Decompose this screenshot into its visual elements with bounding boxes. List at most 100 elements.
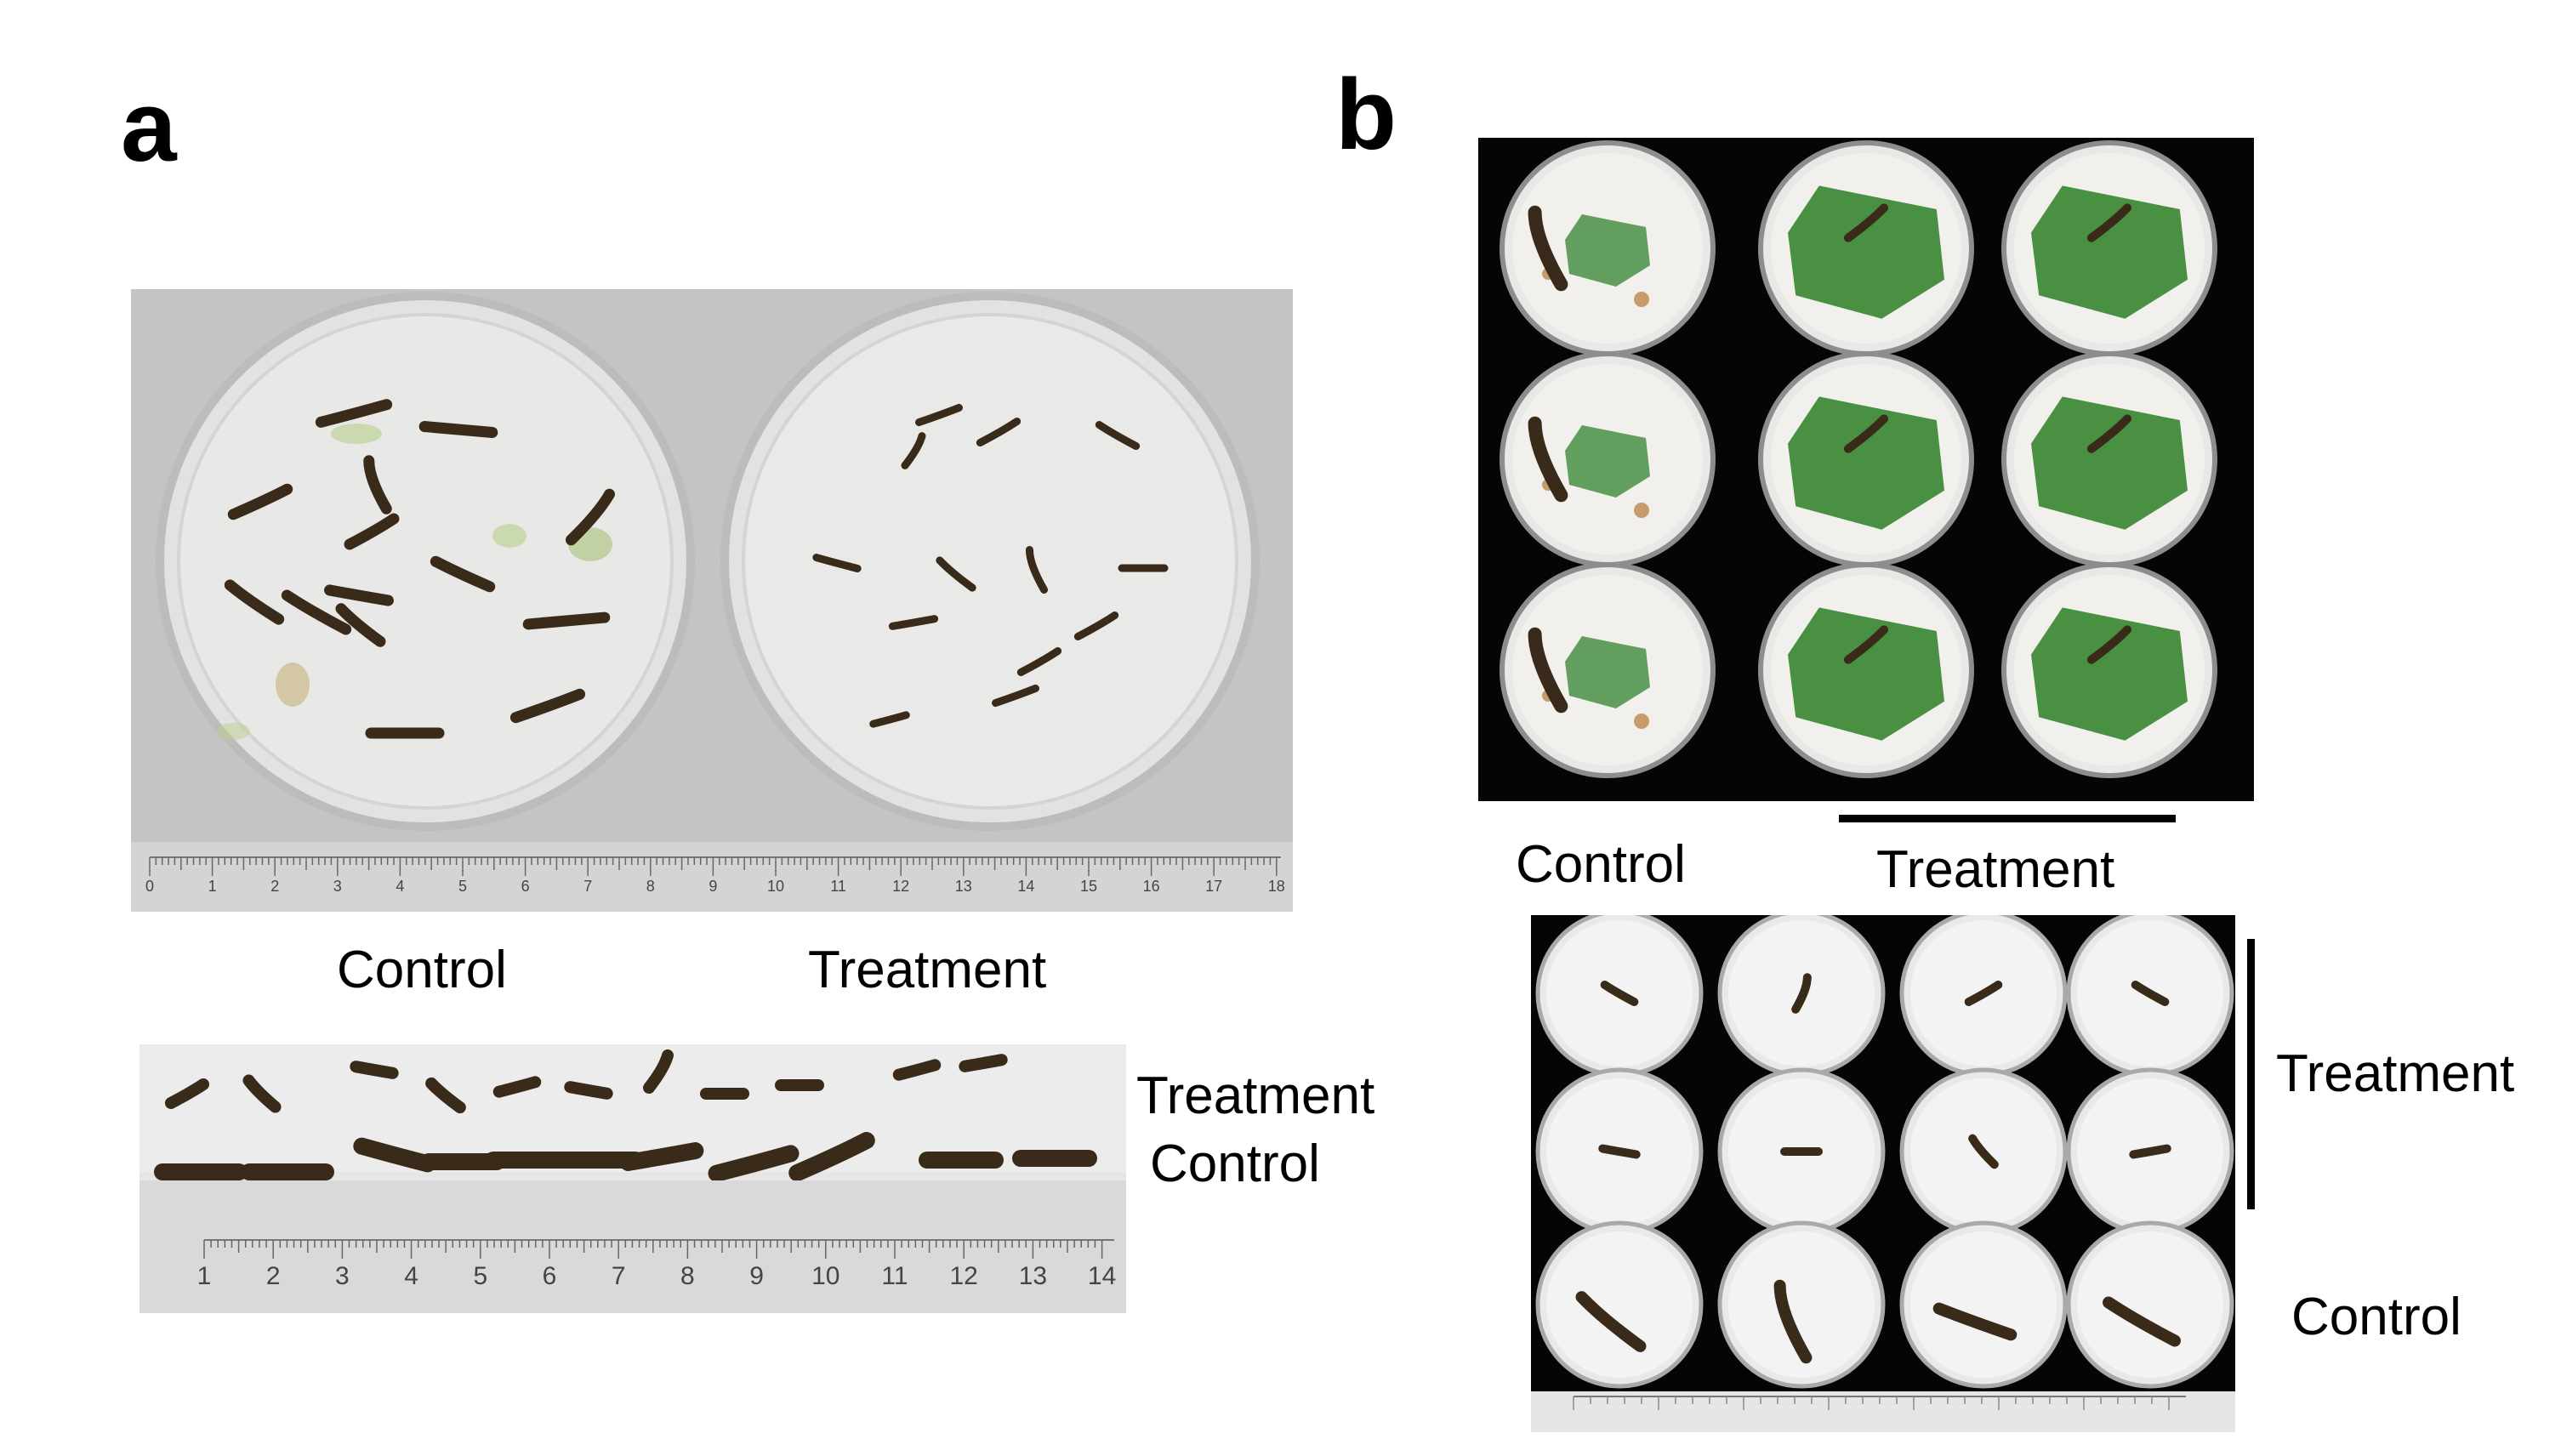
- petri-dish: [1899, 1067, 2068, 1236]
- larva: [242, 1074, 282, 1113]
- larva: [227, 483, 293, 520]
- ruler-tick-label: 2: [270, 878, 279, 895]
- ruler-tick-label: 11: [881, 1262, 908, 1290]
- larva: [324, 584, 394, 606]
- panel-b-treatment-bracket: [1839, 815, 2176, 822]
- larva: [1843, 203, 1889, 242]
- petri-dish: [1500, 140, 1716, 356]
- larva: [425, 1077, 466, 1114]
- leaf: [1788, 607, 1944, 741]
- leaf: [1788, 185, 1944, 319]
- larva: [164, 1078, 210, 1109]
- panel-b-row-treatment-label: Treatment: [2276, 1044, 2515, 1103]
- larva: [888, 615, 939, 630]
- leaf: [2031, 185, 2188, 319]
- larva: [2129, 1144, 2171, 1159]
- larva: [1016, 647, 1062, 676]
- ruler-tick-label: 10: [767, 878, 784, 895]
- leaf: [2031, 607, 2188, 741]
- ruler-tick-label: 4: [396, 878, 404, 895]
- petri-dish: [1717, 1067, 1886, 1236]
- larva: [788, 1131, 875, 1182]
- ruler-tick-label: 4: [404, 1262, 418, 1290]
- leaf: [1788, 396, 1944, 530]
- ruler-tick-label: 5: [473, 1262, 487, 1290]
- petri-dish: [1717, 915, 1886, 1078]
- larva: [566, 488, 615, 546]
- leaf: [2031, 396, 2188, 530]
- larva: [1964, 981, 2003, 1006]
- larva: [1528, 205, 1568, 292]
- panel-a-control-label: Control: [337, 941, 507, 999]
- petri-dish: [2066, 1067, 2234, 1236]
- petri-dish: [1500, 351, 1716, 567]
- petri-dish: [1899, 915, 2068, 1078]
- petri-dish: [2066, 915, 2234, 1078]
- larva: [2086, 625, 2132, 664]
- ruler-tick-label: 11: [830, 878, 846, 895]
- larva: [1932, 1302, 2017, 1341]
- larva: [350, 1061, 399, 1079]
- petri-dish: [2066, 1220, 2234, 1389]
- larva: [344, 513, 400, 550]
- petri-dish: [1535, 915, 1704, 1078]
- ruler-tick-label: 7: [583, 878, 592, 895]
- ruler-tick-label: 7: [612, 1262, 626, 1290]
- ruler-tick-label: 2: [266, 1262, 281, 1290]
- ruler-tick-label: 1: [208, 878, 217, 895]
- larva: [992, 684, 1039, 708]
- leaf: [1565, 636, 1650, 708]
- larva: [1575, 1291, 1647, 1352]
- ruler-tick-label: 6: [543, 1262, 557, 1290]
- larva: [1528, 416, 1568, 503]
- petri-dish: [1758, 351, 1974, 567]
- panel-a-treatment-label: Treatment: [808, 941, 1047, 999]
- panel-b-larva-dishes-photo: [1531, 915, 2235, 1432]
- panel-a-letter: a: [121, 71, 177, 183]
- larva: [915, 403, 963, 427]
- ruler-tick-label: 15: [1080, 878, 1097, 895]
- larva: [936, 556, 976, 592]
- leaf: [1565, 425, 1650, 498]
- larva: [1528, 627, 1568, 714]
- ruler-tick-label: 10: [811, 1262, 839, 1290]
- larva: [1073, 611, 1119, 640]
- petri-dish: [1899, 1220, 2068, 1389]
- larva: [869, 711, 910, 728]
- larva: [959, 1054, 1008, 1072]
- ruler-tick-label: 1: [197, 1262, 212, 1290]
- larva: [509, 688, 586, 724]
- larva: [2131, 981, 2170, 1006]
- panel-b-col-control-label: Control: [1516, 835, 1686, 894]
- ruler-tick-label: 9: [709, 878, 717, 895]
- ruler-tick-label: 6: [521, 878, 530, 895]
- larva: [281, 589, 352, 635]
- petri-dish: [2001, 140, 2217, 356]
- petri-dish: [2001, 351, 2217, 567]
- ruler-tick-label: 13: [955, 878, 972, 895]
- panel-a-row-treatment-label: Treatment: [1136, 1066, 1375, 1125]
- ruler-tick-label: 5: [458, 878, 467, 895]
- ruler-tick-label: 8: [680, 1262, 695, 1290]
- larva: [2103, 1296, 2181, 1347]
- panel-a-row-control-label: Control: [1150, 1135, 1320, 1193]
- larva: [1843, 414, 1889, 453]
- larva: [901, 432, 926, 469]
- ruler-tick-label: 8: [646, 878, 655, 895]
- larva: [708, 1145, 800, 1182]
- larva: [224, 579, 285, 625]
- petri-dish: [1717, 1220, 1886, 1389]
- larva: [564, 1081, 613, 1100]
- larva: [418, 421, 498, 438]
- ruler-tick-label: 13: [1019, 1262, 1047, 1290]
- ruler-tick-label: 14: [1017, 878, 1034, 895]
- ruler-tick-label: 12: [892, 878, 909, 895]
- larva: [315, 399, 393, 428]
- ruler-tick-label: 12: [950, 1262, 978, 1290]
- leaf: [1565, 214, 1650, 287]
- larva: [1600, 981, 1639, 1006]
- petri-dish: [2001, 562, 2217, 778]
- larva: [1025, 546, 1049, 594]
